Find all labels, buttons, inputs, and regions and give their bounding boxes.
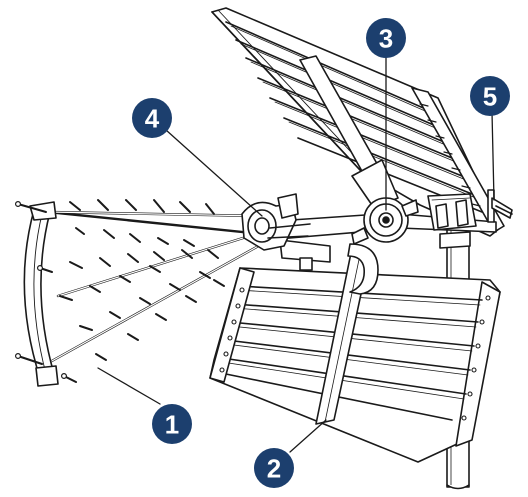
mast-clamp (427, 189, 513, 249)
callout-1: 1 (152, 404, 192, 444)
callout-3: 3 (366, 18, 406, 58)
callout-5: 5 (470, 76, 510, 116)
balun-hub (241, 193, 311, 251)
callout-4: 4 (132, 98, 172, 138)
lower-reflector-panel (209, 247, 501, 463)
callout-2-label: 2 (267, 454, 281, 484)
leader-5 (491, 111, 495, 201)
callout-3-label: 3 (379, 24, 393, 54)
leader-2 (289, 419, 327, 453)
callout-4-label: 4 (145, 104, 160, 134)
callout-5-label: 5 (483, 82, 497, 112)
callout-leaders (97, 51, 495, 453)
leader-1 (97, 367, 161, 405)
callout-2: 2 (254, 448, 294, 488)
upper-reflector-panel (211, 7, 505, 237)
bowtie-element (15, 199, 264, 387)
callout-1-label: 1 (165, 410, 179, 440)
leader-4 (165, 129, 263, 217)
